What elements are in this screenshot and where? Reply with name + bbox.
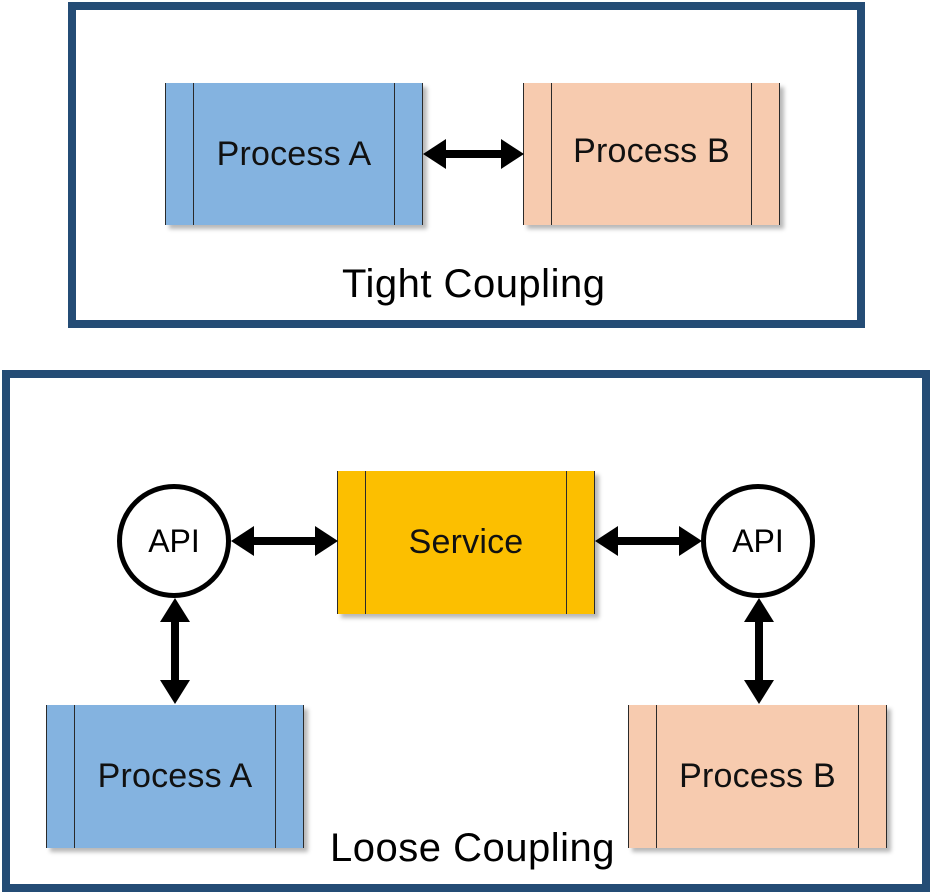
tight-process-a-box: Process A [165,83,423,225]
loose-process-b-box: Process B [628,705,887,848]
tight-coupling-caption: Tight Coupling [342,262,606,306]
arrow-tight-a-b [423,139,524,169]
loose-process-a-label: Process A [97,757,253,795]
arrow-api-left-process-a [160,598,190,704]
arrow-api-left-service [231,526,338,556]
arrow-service-api-right [595,526,702,556]
api-right-circle: API [701,484,815,598]
api-left-circle: API [117,484,231,598]
loose-coupling-caption: Loose Coupling [330,826,615,870]
tight-process-a-label: Process A [216,134,372,173]
api-left-label: API [148,522,200,559]
service-box: Service [337,471,595,614]
loose-process-b-label: Process B [679,757,836,795]
tight-process-b-box: Process B [523,83,780,225]
api-right-label: API [732,522,784,559]
loose-process-a-box: Process A [46,705,304,848]
tight-process-b-label: Process B [573,131,730,170]
service-label: Service [408,523,524,561]
arrow-api-right-process-b [744,598,774,704]
